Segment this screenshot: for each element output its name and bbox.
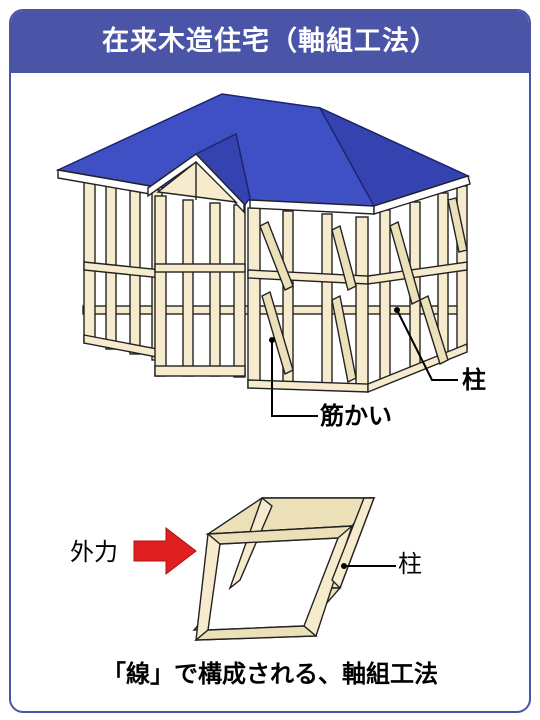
right-side-wall (367, 185, 468, 394)
house-roof (55, 93, 471, 215)
front-gable-wall (154, 195, 246, 378)
pillar-leader-line (341, 563, 396, 569)
external-force-arrow (133, 526, 197, 576)
front-right-wall (247, 207, 369, 393)
house-leader-lines (269, 307, 458, 417)
left-wall (83, 177, 163, 361)
label-pillar-house: 柱 (462, 366, 486, 394)
deformed-frame-illustration (192, 496, 376, 641)
diagram-title: 在来木造住宅（軸組工法） (11, 11, 529, 73)
label-external-force: 外力 (70, 538, 118, 566)
label-brace: 筋かい (320, 402, 392, 430)
house-frame (82, 177, 468, 394)
gable-fascia (147, 153, 245, 214)
diagram-caption: 「線」で構成される、軸組工法 (102, 660, 438, 688)
label-pillar-frame: 柱 (398, 550, 422, 578)
gable-truss (156, 161, 238, 203)
